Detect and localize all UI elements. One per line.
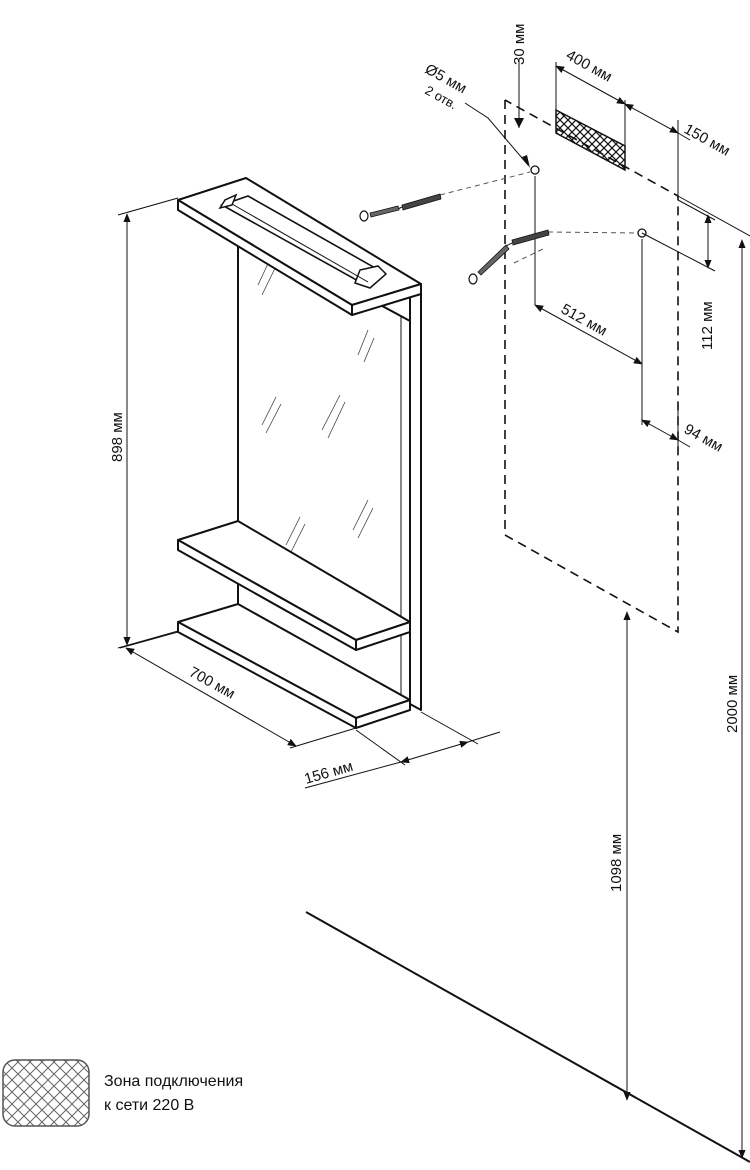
legend-line-1: Зона подключения: [104, 1073, 243, 1090]
cabinet-width-label: 700 мм: [186, 664, 238, 703]
wall-mounting-area: [504, 99, 679, 634]
connection-zone: [555, 108, 626, 172]
socket-side-dimension: 150 мм: [624, 103, 733, 196]
hole-spacing-label: 512 мм: [558, 301, 610, 340]
cabinet-depth-label: 156 мм: [302, 758, 355, 788]
mounting-holes: [530, 165, 647, 425]
screw-upper: [359, 171, 531, 222]
lamp: [218, 193, 388, 289]
hole-spacing-dimension: 512 мм: [534, 301, 643, 365]
total-height-dimension: 2000 мм: [677, 195, 750, 1159]
top-offset-dimension: 30 мм: [511, 24, 528, 128]
mount-height-dimension: 1098 мм: [608, 611, 631, 1101]
legend: Зона подключения к сети 220 В: [2, 1059, 243, 1127]
mount-height-label: 1098 мм: [608, 834, 625, 892]
screw-lower: [468, 229, 638, 285]
legend-swatch: [2, 1059, 90, 1127]
hole-edge-dimension: 94 мм: [641, 410, 726, 456]
floor-line: [305, 911, 750, 1163]
total-height-label: 2000 мм: [724, 675, 741, 733]
cabinet-depth-dimension: 156 мм: [302, 711, 501, 789]
cabinet-height-label: 898 мм: [109, 412, 126, 462]
hole-edge-label: 94 мм: [681, 421, 726, 456]
socket-width-label: 400 мм: [563, 47, 615, 86]
mirror-cabinet: [177, 177, 422, 729]
cabinet-height-dimension: 898 мм: [109, 197, 179, 649]
top-offset-label: 30 мм: [511, 24, 528, 65]
hole-left: [530, 165, 540, 175]
socket-side-label: 150 мм: [681, 121, 733, 160]
hole-vertical-label: 112 мм: [699, 301, 716, 350]
legend-line-2: к сети 220 В: [104, 1097, 194, 1114]
hole-vertical-dimension: 112 мм: [641, 199, 716, 350]
hole-note: Ø5 мм 2 отв.: [422, 61, 530, 168]
